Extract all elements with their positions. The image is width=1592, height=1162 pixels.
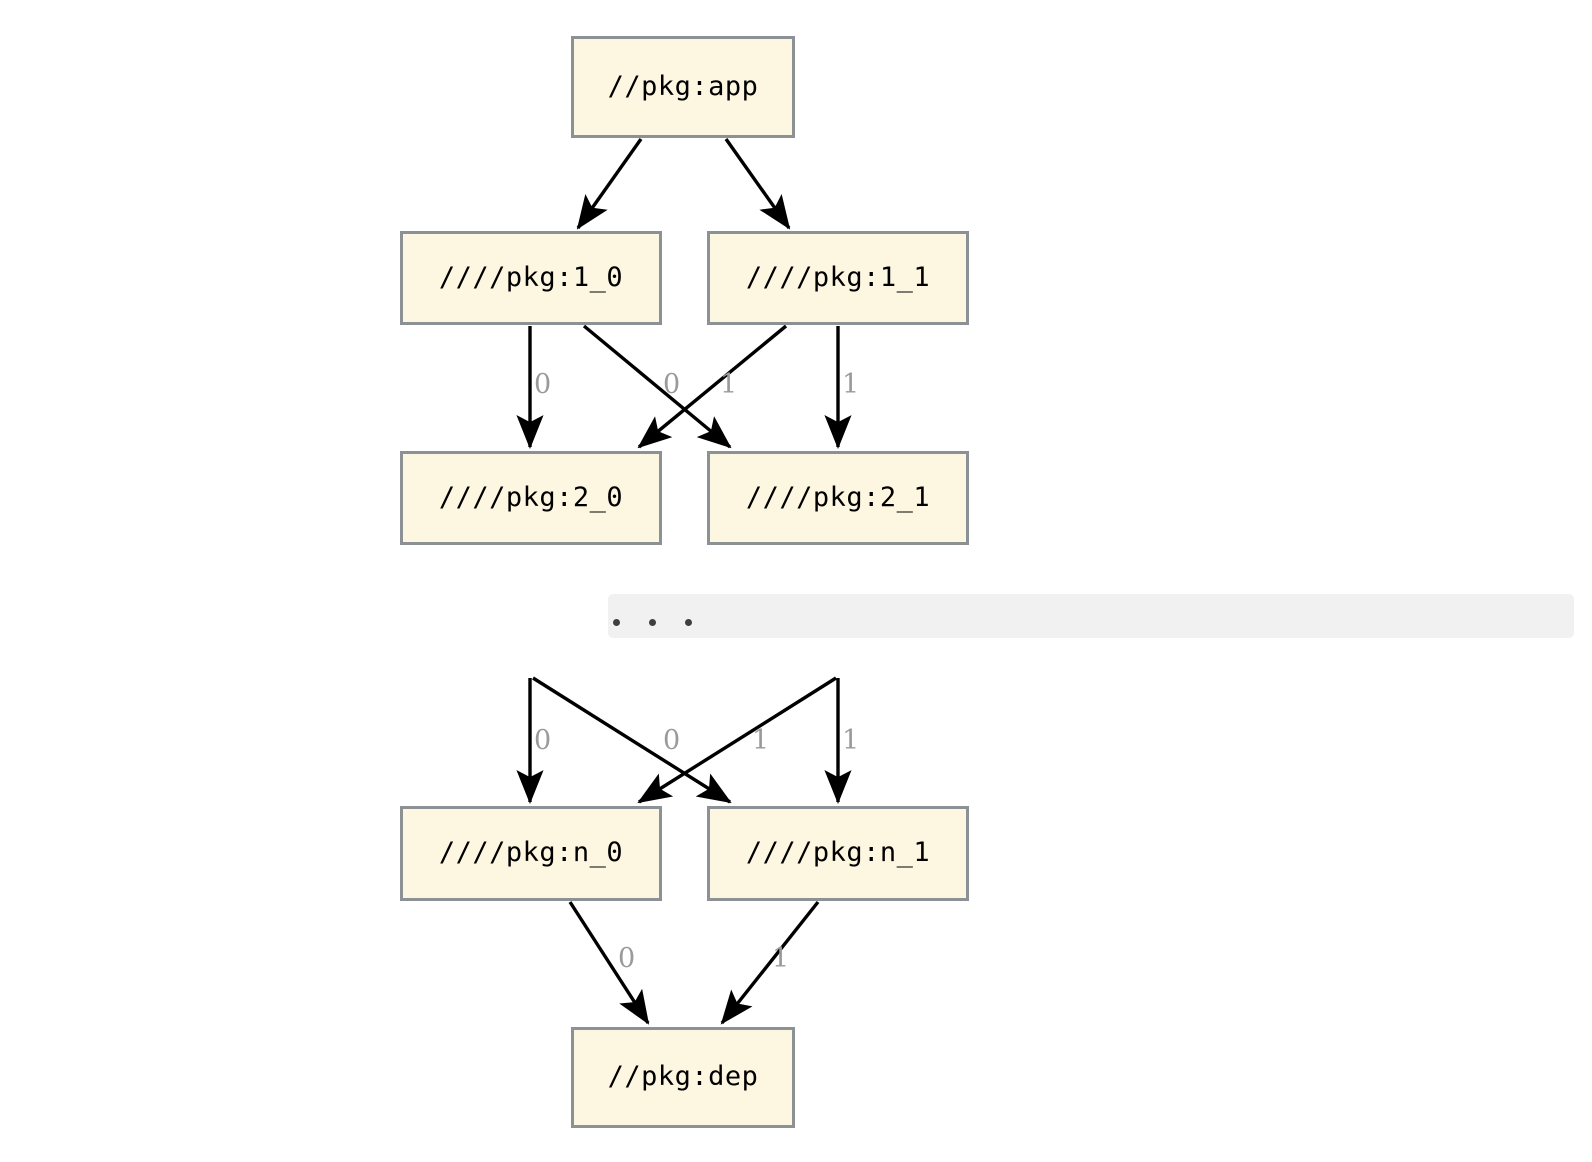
graph-node-label: ////pkg:1_0	[438, 261, 624, 293]
elision-ellipsis	[608, 610, 728, 634]
graph-node-label: ////pkg:1_1	[745, 261, 931, 293]
edge-label: 0	[663, 725, 681, 756]
edge-label: 1	[772, 943, 790, 974]
elided-levels-band	[608, 594, 1574, 638]
graph-edge-(elided)-to-ln_0	[637, 676, 837, 804]
graph-node-label: //pkg:dep	[607, 1061, 759, 1092]
graph-node-ln_1[interactable]: ////pkg:n_1	[707, 806, 969, 901]
ellipsis-dot-3	[685, 618, 692, 626]
edge-label: 1	[720, 369, 738, 400]
edge-label: 1	[842, 369, 860, 400]
graph-node-label: ////pkg:n_0	[438, 837, 624, 868]
graph-node-l2_0[interactable]: ////pkg:2_0	[400, 451, 662, 545]
graph-node-app[interactable]: //pkg:app	[571, 36, 795, 138]
graph-node-l2_1[interactable]: ////pkg:2_1	[707, 451, 969, 545]
graph-edge-ln_1-to-dep	[720, 900, 820, 1025]
graph-edge-l1_0-to-l2_1	[582, 324, 732, 449]
graph-edge-(elided)-to-ln_1	[532, 676, 732, 804]
edge-label: 0	[534, 369, 552, 400]
edge-label: 0	[663, 369, 681, 400]
graph-edge-l1_1-to-l2_0	[637, 324, 788, 449]
graph-node-label: //pkg:app	[607, 70, 759, 102]
graph-edge-app-to-l1_0	[576, 138, 643, 230]
graph-node-l1_0[interactable]: ////pkg:1_0	[400, 231, 662, 325]
graph-node-label: ////pkg:2_0	[438, 481, 624, 513]
graph-edge-app-to-l1_1	[724, 138, 791, 230]
graph-node-label: ////pkg:n_1	[745, 837, 931, 868]
edge-label: 1	[842, 725, 860, 756]
graph-node-dep[interactable]: //pkg:dep	[571, 1027, 795, 1128]
ellipsis-dot-2	[649, 618, 656, 626]
ellipsis-dot-1	[613, 618, 620, 626]
edges-group	[516, 138, 852, 1025]
graph-edge-ln_0-to-dep	[568, 901, 650, 1025]
edge-label: 1	[752, 725, 770, 756]
edge-label: 0	[534, 725, 552, 756]
graph-node-l1_1[interactable]: ////pkg:1_1	[707, 231, 969, 325]
graph-node-label: ////pkg:2_1	[745, 481, 931, 513]
edge-label: 0	[618, 943, 636, 974]
graph-node-ln_0[interactable]: ////pkg:n_0	[400, 806, 662, 901]
